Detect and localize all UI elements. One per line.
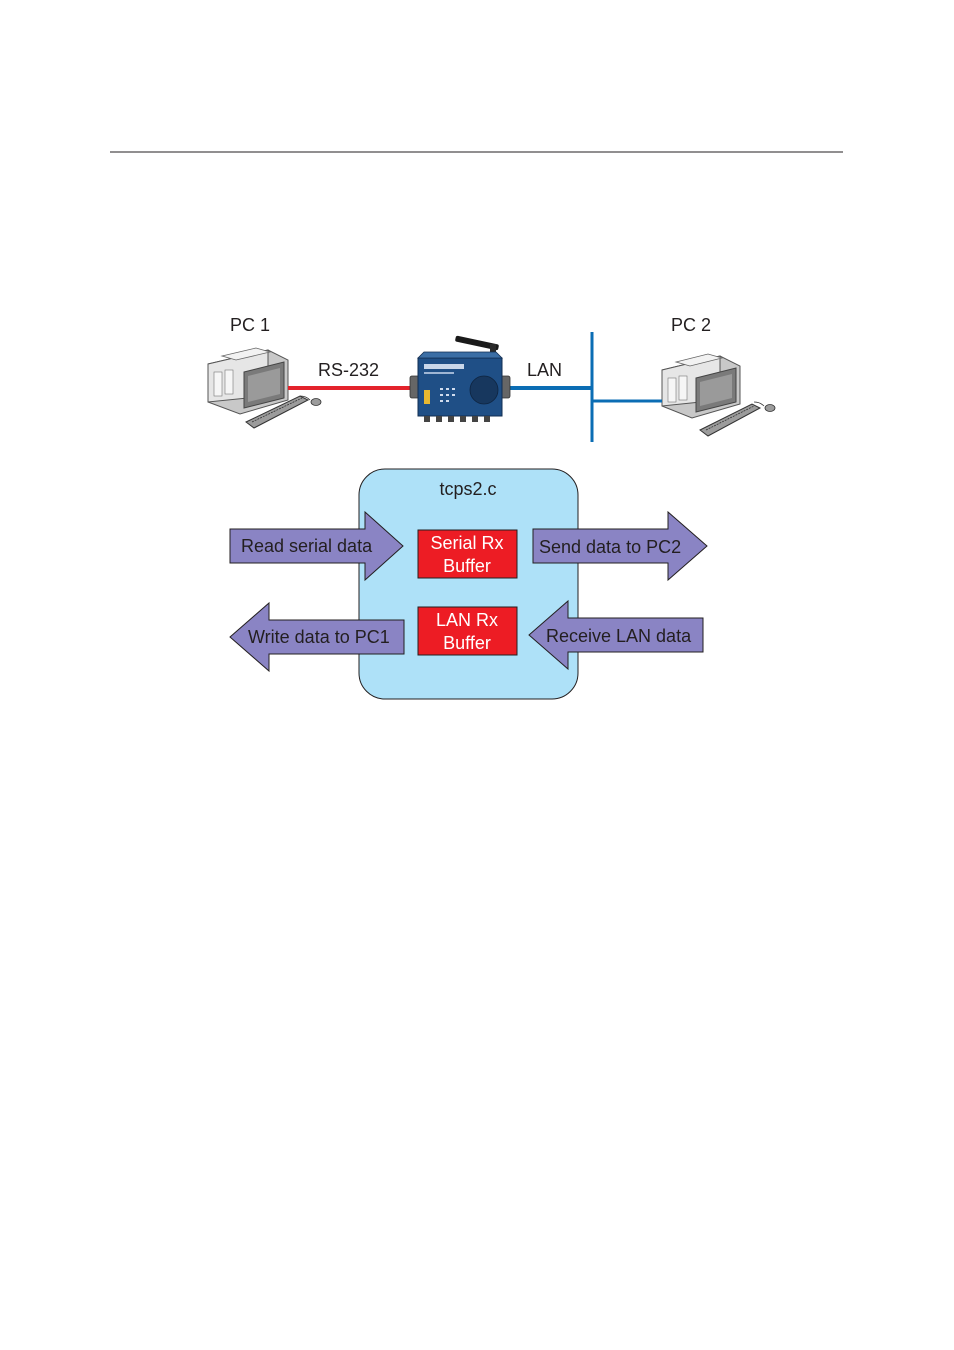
lan-buffer-line2: Buffer <box>443 633 491 653</box>
lan-buffer-line1: LAN Rx <box>436 610 498 630</box>
serial-rx-buffer <box>417 529 518 579</box>
program-filename: tcps2.c <box>439 479 496 499</box>
serial-device-icon <box>409 335 511 422</box>
pc1-computer-icon <box>207 347 322 429</box>
pc1-label: PC 1 <box>230 315 270 335</box>
lan-label: LAN <box>527 360 562 380</box>
pc2-computer-icon <box>661 353 776 437</box>
program-box <box>358 468 579 700</box>
send-pc2-arrow <box>532 510 708 582</box>
write-pc1-label: Write data to PC1 <box>248 627 390 647</box>
serial-buffer-line2: Buffer <box>443 556 491 576</box>
receive-lan-label: Receive LAN data <box>546 626 692 646</box>
receive-lan-arrow <box>528 599 704 671</box>
serial-buffer-line1: Serial Rx <box>430 533 503 553</box>
rs232-label: RS-232 <box>318 360 379 380</box>
write-pc1-arrow <box>229 601 405 673</box>
send-pc2-label: Send data to PC2 <box>539 537 681 557</box>
read-serial-label: Read serial data <box>241 536 373 556</box>
read-serial-arrow <box>229 510 404 582</box>
pc2-label: PC 2 <box>671 315 711 335</box>
lan-rx-buffer <box>417 606 518 656</box>
